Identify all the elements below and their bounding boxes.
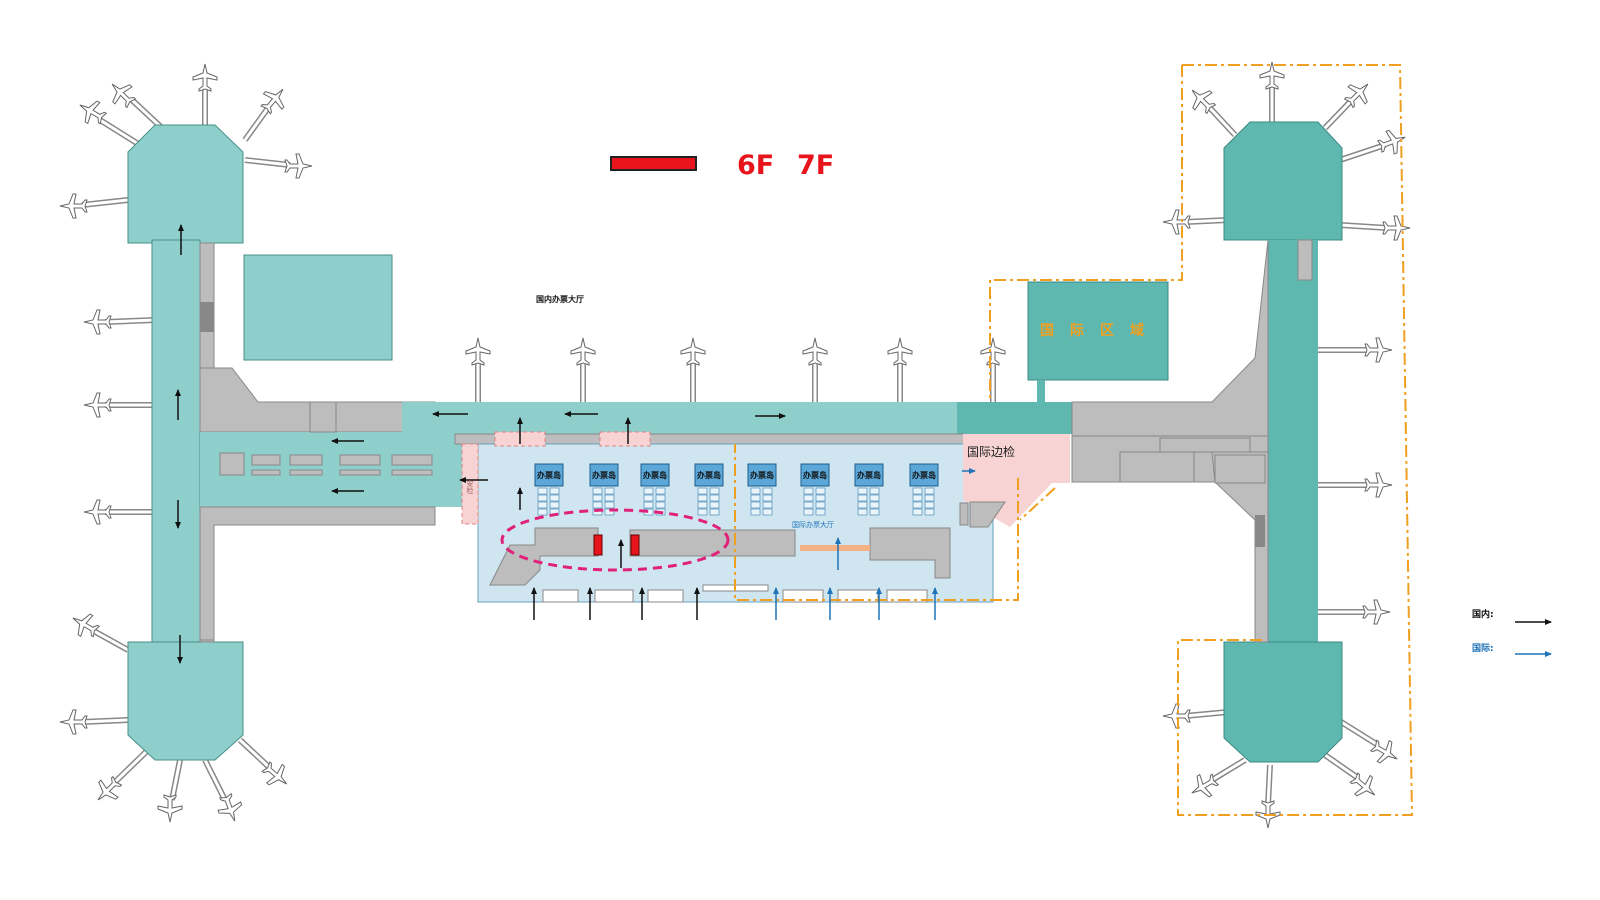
counter-island: 办票岛 — [640, 463, 670, 516]
jet-bridges-center — [475, 362, 996, 402]
counter-island: 办票岛 — [800, 463, 830, 516]
security-label-left: 安检 — [466, 479, 474, 495]
international-outline — [734, 64, 1414, 816]
red-marker-right — [630, 534, 640, 556]
red-marker-left — [593, 534, 603, 556]
checkin-counter-islands: 办票岛 办票岛 办票岛 办票岛 办票岛 办票岛 办票岛 办票岛 — [534, 463, 939, 516]
main-corridor — [402, 402, 1072, 445]
highlight-ellipse — [500, 508, 730, 572]
left-pier — [127, 124, 393, 761]
floor-label-6f: 6F — [737, 150, 774, 181]
counter-island-label: 办票岛 — [803, 470, 827, 480]
domestic-flow-arrows — [175, 224, 786, 664]
legend-international-label: 国际: — [1472, 643, 1494, 654]
counter-island-label: 办票岛 — [592, 470, 616, 480]
counter-island: 办票岛 — [589, 463, 619, 516]
border-check-label: 国际边检 — [967, 444, 1015, 459]
counter-island-label: 办票岛 — [537, 470, 561, 480]
counter-island-label: 办票岛 — [643, 470, 667, 480]
jet-bridges-left-inner — [81, 88, 291, 801]
left-connector — [199, 367, 462, 641]
floor-marker-bar — [610, 156, 697, 171]
international-flow-arrows — [773, 468, 976, 620]
counter-island: 办票岛 — [747, 463, 777, 516]
counter-island: 办票岛 — [854, 463, 884, 516]
right-pier — [1071, 121, 1343, 763]
international-zone-label: 国际区域 — [1040, 322, 1160, 339]
floor-label-7f: 7F — [797, 150, 834, 181]
counter-island: 办票岛 — [909, 463, 939, 516]
counter-island-label: 办票岛 — [857, 470, 881, 480]
domestic-hall-label: 国内办票大厅 — [536, 294, 584, 304]
jet-bridges-right-inner — [1184, 85, 1389, 806]
international-zone-box — [1027, 281, 1169, 381]
international-hall-label: 国际办票大厅 — [792, 520, 834, 529]
counter-island-label: 办票岛 — [750, 470, 774, 480]
counter-island-label: 办票岛 — [912, 470, 936, 480]
counter-island: 办票岛 — [694, 463, 724, 516]
counter-island-label: 办票岛 — [697, 470, 721, 480]
legend-domestic-label: 国内: — [1472, 608, 1494, 620]
counter-island: 办票岛 — [534, 463, 564, 516]
